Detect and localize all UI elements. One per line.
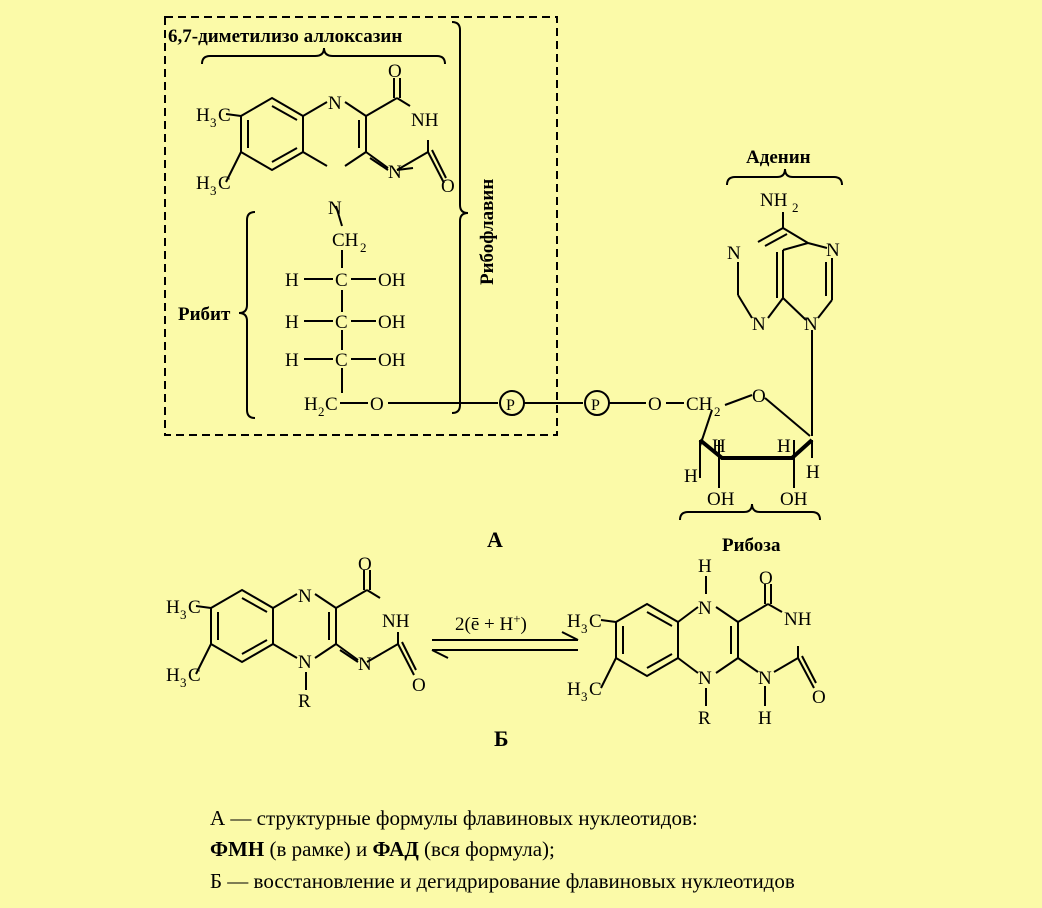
b-left-o2: O	[412, 675, 426, 696]
ribitol-h2: H	[285, 312, 299, 333]
atom-n10: N	[328, 198, 342, 219]
ribose-label: Рибоза	[722, 535, 781, 556]
b-right-me2-sub: 3	[581, 689, 588, 704]
atom-n1: N	[388, 162, 402, 183]
b-right-o2: O	[812, 687, 826, 708]
alloxazine-brace	[201, 47, 446, 65]
ribitol-oh1: OH	[378, 270, 406, 291]
adenine-n3: N	[752, 314, 766, 335]
ribitol-h2c-sub: 2	[318, 404, 325, 419]
b-left-n5: N	[298, 586, 312, 607]
adenine-n1: N	[727, 243, 741, 264]
adenine-nh2: NH	[760, 190, 788, 211]
adenine-brace	[726, 168, 843, 186]
methyl-7-sub: 3	[210, 115, 217, 130]
caption-line-2: ФМН (в рамке) и ФАД (вся формула);	[210, 837, 555, 861]
b-right-me2-c: C	[589, 679, 602, 700]
ribose-h3: H	[712, 436, 726, 457]
methyl-7-c: C	[218, 105, 231, 126]
ribose-ch2-sub: 2	[714, 404, 721, 419]
b-right-me1-c: C	[589, 611, 602, 632]
part-b-label: Б	[494, 726, 509, 751]
ribose-h4: H	[684, 466, 698, 487]
methyl-8-c: C	[218, 173, 231, 194]
ribose-o: O	[752, 386, 766, 407]
alloxazine-label: 6,7-диметилизо аллоксазин	[168, 26, 402, 47]
phosphate-2: P	[591, 397, 600, 414]
atom-nh3: NH	[411, 110, 439, 131]
ribose-ch2-ch: CH	[686, 394, 713, 415]
adenine-n7: N	[826, 240, 840, 261]
ester-o2: O	[648, 394, 662, 415]
b-left-r: R	[298, 691, 311, 712]
b-right-nh3: NH	[784, 609, 812, 630]
b-left-me2-sub: 3	[180, 675, 187, 690]
b-right-o4: O	[759, 568, 773, 589]
ribitol-oh2: OH	[378, 312, 406, 333]
methyl-8-h: H	[196, 173, 210, 194]
b-right-n10: N	[698, 668, 712, 689]
ch2-ch: CH	[332, 230, 359, 251]
b-left-n10: N	[298, 652, 312, 673]
atom-o2: O	[441, 176, 455, 197]
ester-o1: O	[370, 394, 384, 415]
methyl-8-sub: 3	[210, 183, 217, 198]
adenine-label: Аденин	[746, 147, 811, 168]
b-right-n1: N	[758, 668, 772, 689]
b-left-me2-h: H	[166, 665, 180, 686]
ribitol-h2c-c: C	[325, 394, 338, 415]
ribitol-label: Рибит	[178, 304, 231, 325]
atom-n5: N	[328, 93, 342, 114]
ribitol-c1: C	[335, 270, 348, 291]
ch2-sub: 2	[360, 240, 367, 255]
b-right-me1-sub: 3	[581, 621, 588, 636]
ribose-brace	[679, 503, 821, 521]
b-left-nh3: NH	[382, 611, 410, 632]
b-left-me1-h: H	[166, 597, 180, 618]
b-left-me1-c: C	[188, 597, 201, 618]
riboflavin-label: Рибофлавин	[477, 179, 498, 285]
fmn-frame	[164, 16, 558, 436]
adenine-n9: N	[804, 314, 818, 335]
caption-line-1: А — структурные формулы флавиновых нукле…	[210, 806, 698, 830]
ribitol-c3: C	[335, 350, 348, 371]
atom-o4: O	[388, 61, 402, 82]
b-left-o4: O	[358, 554, 372, 575]
b-right-h5: H	[698, 556, 712, 577]
b-left-n1: N	[358, 654, 372, 675]
ribitol-h1: H	[285, 270, 299, 291]
adenine-nh2-sub: 2	[792, 200, 799, 215]
riboflavin-brace	[451, 21, 469, 414]
b-right-me1-h: H	[567, 611, 581, 632]
part-a-label: А	[487, 527, 503, 552]
ribitol-h2c-h: H	[304, 394, 318, 415]
ribose-h1: H	[806, 462, 820, 483]
ribose-h2: H	[777, 436, 791, 457]
b-right-h1: H	[758, 708, 772, 729]
ribose-oh3: OH	[707, 489, 735, 510]
reaction-label: 2(ē + H+)	[455, 611, 527, 635]
ring-benzene-a	[240, 96, 304, 172]
ribitol-brace	[238, 211, 256, 419]
caption-line-3: Б — восстановление и дегидрирование флав…	[210, 869, 795, 893]
b-right-n5: N	[698, 598, 712, 619]
ribitol-oh3: OH	[378, 350, 406, 371]
b-left-me2-c: C	[188, 665, 201, 686]
ribose-oh2: OH	[780, 489, 808, 510]
b-right-r: R	[698, 708, 711, 729]
ribitol-c2: C	[335, 312, 348, 333]
b-left-me1-sub: 3	[180, 607, 187, 622]
phosphate-1: P	[506, 397, 515, 414]
methyl-7-h: H	[196, 105, 210, 126]
ribitol-h3: H	[285, 350, 299, 371]
b-right-me2-h: H	[567, 679, 581, 700]
